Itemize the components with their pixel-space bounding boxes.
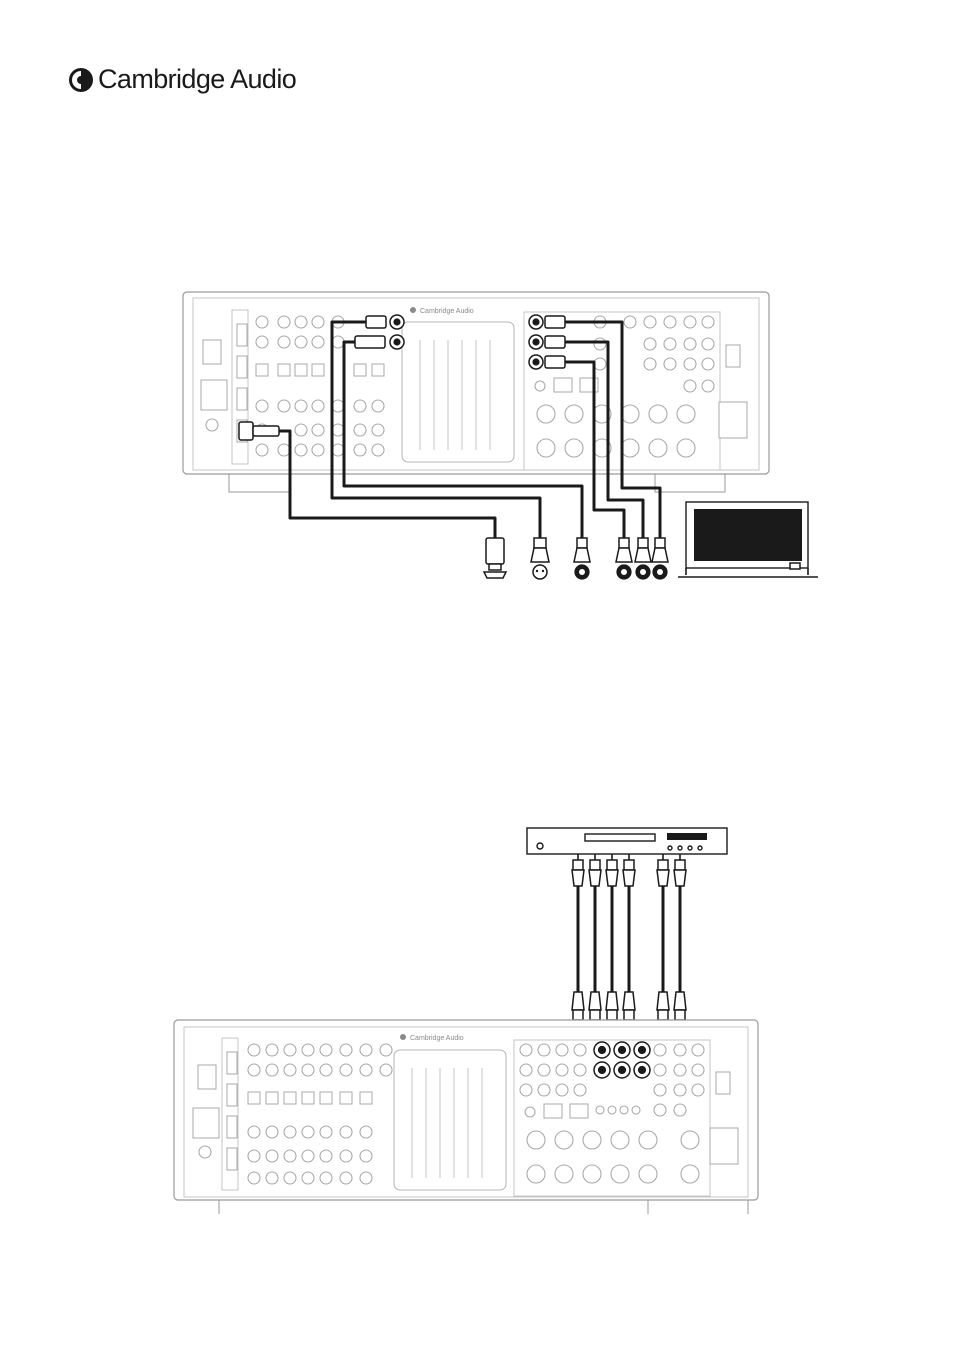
s-video-plug-icon [531, 538, 549, 579]
cable-2 [589, 854, 601, 1020]
tv-icon [678, 502, 818, 577]
cable-5 [657, 854, 669, 1020]
receiver-rear-panel-bottom: Cambridge Audio [174, 1020, 758, 1214]
component-pr-plug-icon [652, 538, 668, 579]
cable-1 [572, 854, 584, 1020]
cable-plugs-top [484, 538, 668, 579]
panel-brand-label: Cambridge Audio [410, 1035, 464, 1042]
component-y-plug-icon [616, 538, 632, 579]
receiver-rear-panel-top: Cambridge Audio [183, 292, 769, 492]
cable-4 [623, 854, 635, 1020]
player-icon [527, 828, 727, 854]
composite-plug-icon [574, 538, 590, 579]
cable-6 [674, 854, 686, 1020]
component-pb-plug-icon [635, 538, 651, 579]
hdmi-plug-icon [484, 538, 506, 578]
panel-brand-label: Cambridge Audio [420, 308, 474, 315]
cable-3 [606, 854, 618, 1020]
